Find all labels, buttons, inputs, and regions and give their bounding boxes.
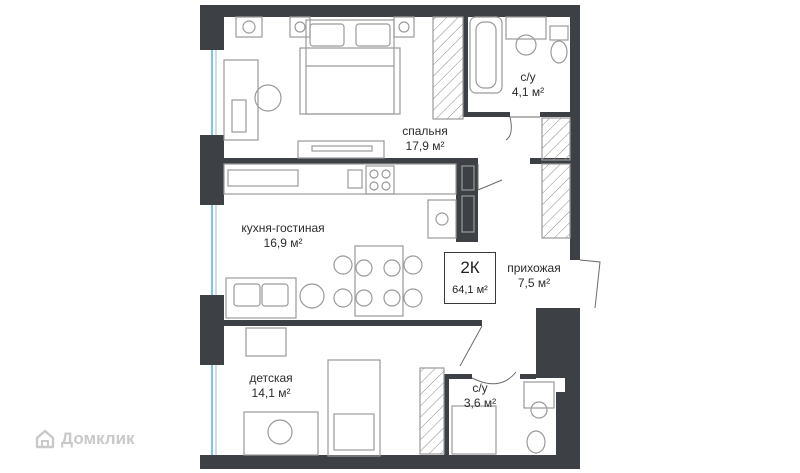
room-area-kids: 14,1 м²: [251, 386, 291, 400]
watermark: Домклик: [34, 427, 135, 451]
desk-kids: [245, 327, 287, 357]
dining-table: [354, 245, 404, 317]
lamp-icon: [242, 20, 256, 34]
wall-bath-bottom: [468, 112, 510, 117]
room-area-hallway: 7,5 м²: [517, 276, 551, 290]
room-name-kids: детская: [249, 371, 293, 385]
room-label-bath-bottom: с/у 3,6 м²: [454, 381, 506, 411]
outer-wall-top: [200, 5, 580, 17]
room-label-kitchen-living: кухня-гостиная 16,9 м²: [228, 221, 338, 251]
outer-wall-left-low: [200, 295, 224, 365]
furniture: [223, 16, 571, 457]
bedside-table-left: [235, 16, 263, 38]
outer-wall-right-low: [536, 308, 580, 378]
door-bath-bottom: [471, 371, 517, 385]
room-area-bedroom: 17,9 м²: [405, 139, 445, 153]
wall-bath2-left: [444, 374, 449, 456]
door-hall: [477, 164, 503, 191]
doors: [459, 116, 601, 385]
house-logo-icon: [35, 429, 55, 449]
outer-wall-right-mid: [570, 115, 580, 260]
outer-wall-right-stub: [565, 378, 580, 392]
unit-total-area: 64,1 м²: [452, 284, 488, 296]
bedside-table-far: [393, 16, 415, 38]
wall-bedroom-kitchen: [224, 158, 478, 164]
tv-stand: [297, 140, 385, 159]
room-area-bath-bottom: 3,6 м²: [463, 396, 497, 410]
armchair-icon: [299, 283, 325, 309]
bed: [299, 47, 401, 115]
room-label-bedroom: спальня 17,9 м²: [380, 124, 470, 154]
wall-bedroom-right: [463, 17, 468, 117]
bathtub: [469, 16, 503, 94]
kitchen-sink: [427, 199, 457, 239]
toilet-bottom: [526, 430, 546, 454]
unit-type: 2К: [460, 258, 480, 277]
stove: [365, 165, 395, 195]
room-name-bath-top: с/у: [520, 70, 536, 84]
wardrobe-bedroom: [432, 16, 464, 120]
kitchen-column: [456, 164, 478, 242]
kids-desk-bottom: [243, 411, 319, 456]
desk: [223, 59, 259, 141]
chair-icon: [254, 84, 282, 112]
room-name-hallway: прихожая: [507, 261, 561, 275]
room-label-kids: детская 14,1 м²: [236, 371, 306, 401]
outer-wall-left-mid: [200, 135, 224, 205]
hall-wall-top: [530, 158, 570, 164]
door-bath-top: [505, 116, 540, 141]
room-name-kitchen-living: кухня-гостиная: [241, 221, 325, 235]
wardrobe-kids: [419, 367, 445, 455]
sofa: [225, 277, 297, 319]
kitchen-counter: [223, 163, 457, 195]
sink-bottom: [523, 381, 555, 409]
wardrobe-hall: [541, 163, 571, 239]
sink-icon: [515, 34, 537, 56]
fridge: [461, 165, 475, 191]
door-kids: [459, 325, 483, 367]
outer-wall-right-top: [570, 5, 580, 115]
wall-bath2-top-r: [520, 374, 536, 379]
wall-bath-bottom-r: [540, 112, 570, 117]
unit-badge: 2К 64,1 м²: [444, 252, 496, 304]
shower: [451, 405, 497, 455]
door-entrance: [579, 259, 601, 309]
wardrobe-hall-top: [541, 117, 571, 161]
sink-cabinet: [505, 16, 547, 40]
room-area-kitchen-living: 16,9 м²: [263, 236, 303, 250]
wall-kitchen-kids: [224, 320, 482, 326]
room-label-hallway: прихожая 7,5 м²: [498, 261, 570, 291]
wall-bath2-top: [444, 374, 472, 379]
room-name-bedroom: спальня: [402, 124, 448, 138]
outer-wall-right-bottom: [556, 392, 580, 462]
room-area-bath-top: 4,1 м²: [511, 85, 545, 99]
toilet: [549, 25, 569, 41]
outer-wall-bottom: [200, 455, 580, 469]
room-name-bath-bottom: с/у: [472, 381, 488, 395]
watermark-text: Домклик: [61, 429, 135, 448]
room-label-bath-top: с/у 4,1 м²: [502, 70, 554, 100]
kids-bed: [327, 359, 381, 457]
